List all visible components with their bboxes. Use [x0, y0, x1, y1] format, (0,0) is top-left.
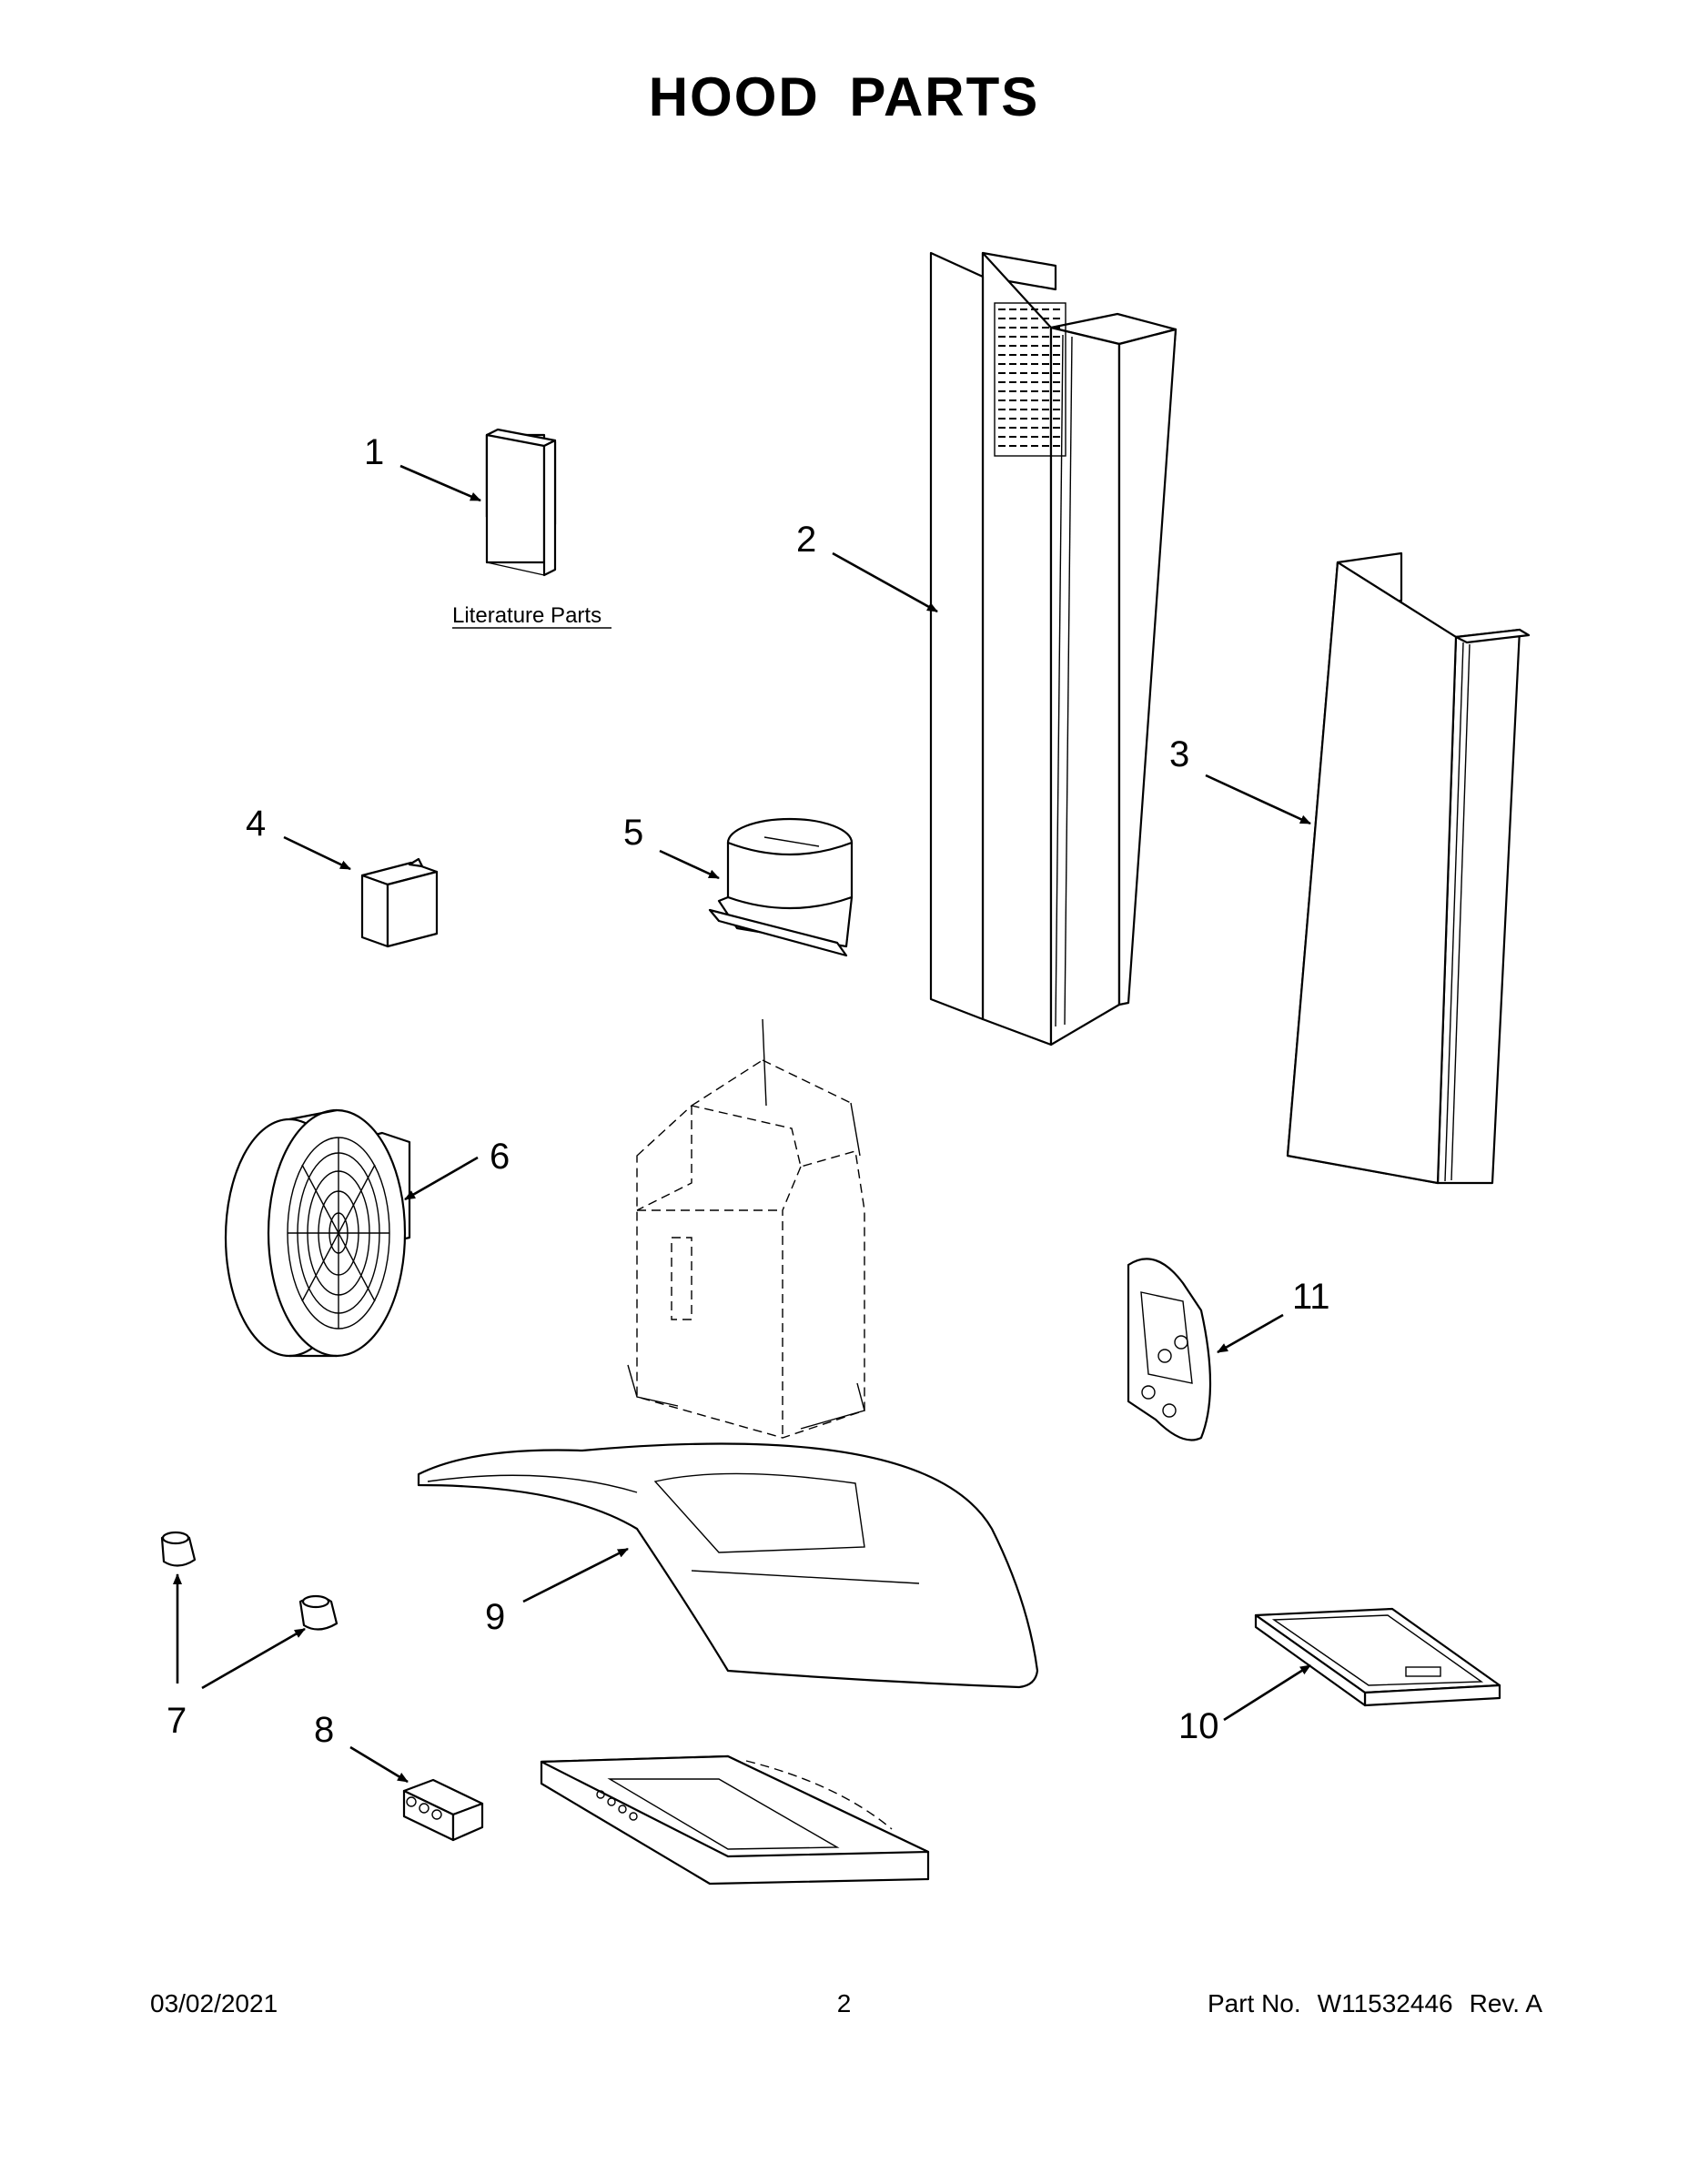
part-6-blower	[224, 1108, 411, 1358]
part-5-duct-connector	[708, 817, 854, 957]
callout-11: 11	[1292, 1277, 1330, 1317]
literature-parts-label: Literature Parts	[452, 603, 601, 628]
footer-part-number: W11532446	[1317, 1989, 1453, 2017]
part-11-mounting-bracket	[1127, 1258, 1212, 1441]
footer-date: 03/02/2021	[150, 1989, 278, 2017]
page-title: HOOD PARTS	[648, 66, 1040, 127]
callout-10: 10	[1178, 1706, 1219, 1746]
internal-frame	[627, 1018, 865, 1439]
callout-1: 1	[364, 432, 384, 472]
footer-revision: Rev. A	[1469, 1989, 1542, 2017]
callout-7: 7	[167, 1701, 187, 1741]
part-10-grease-filter	[1254, 1607, 1501, 1707]
callout-6: 6	[490, 1137, 510, 1177]
part-8-switch-board	[402, 1778, 484, 1842]
footer-page-number: 2	[836, 1989, 852, 2017]
footer-part-label: Part No.	[1207, 1989, 1301, 2017]
part-7-knobs	[160, 1531, 339, 1631]
part-9-glass-canopy	[417, 1442, 1039, 1689]
callout-2: 2	[796, 520, 816, 560]
bottom-panel	[540, 1754, 930, 1886]
part-2-upper-chimney	[929, 251, 1178, 1046]
part-3-lower-chimney	[1286, 551, 1531, 1185]
footer-part-info: Part No. W11532446 Rev. A	[1191, 1989, 1542, 2018]
part-4-control-box	[360, 857, 439, 948]
callout-5: 5	[623, 813, 643, 853]
callout-3: 3	[1169, 734, 1189, 774]
callout-8: 8	[314, 1710, 334, 1750]
callout-9: 9	[485, 1597, 505, 1637]
callout-4: 4	[246, 804, 266, 844]
part-1-literature	[485, 428, 557, 577]
callout-arrows	[173, 464, 1311, 1784]
